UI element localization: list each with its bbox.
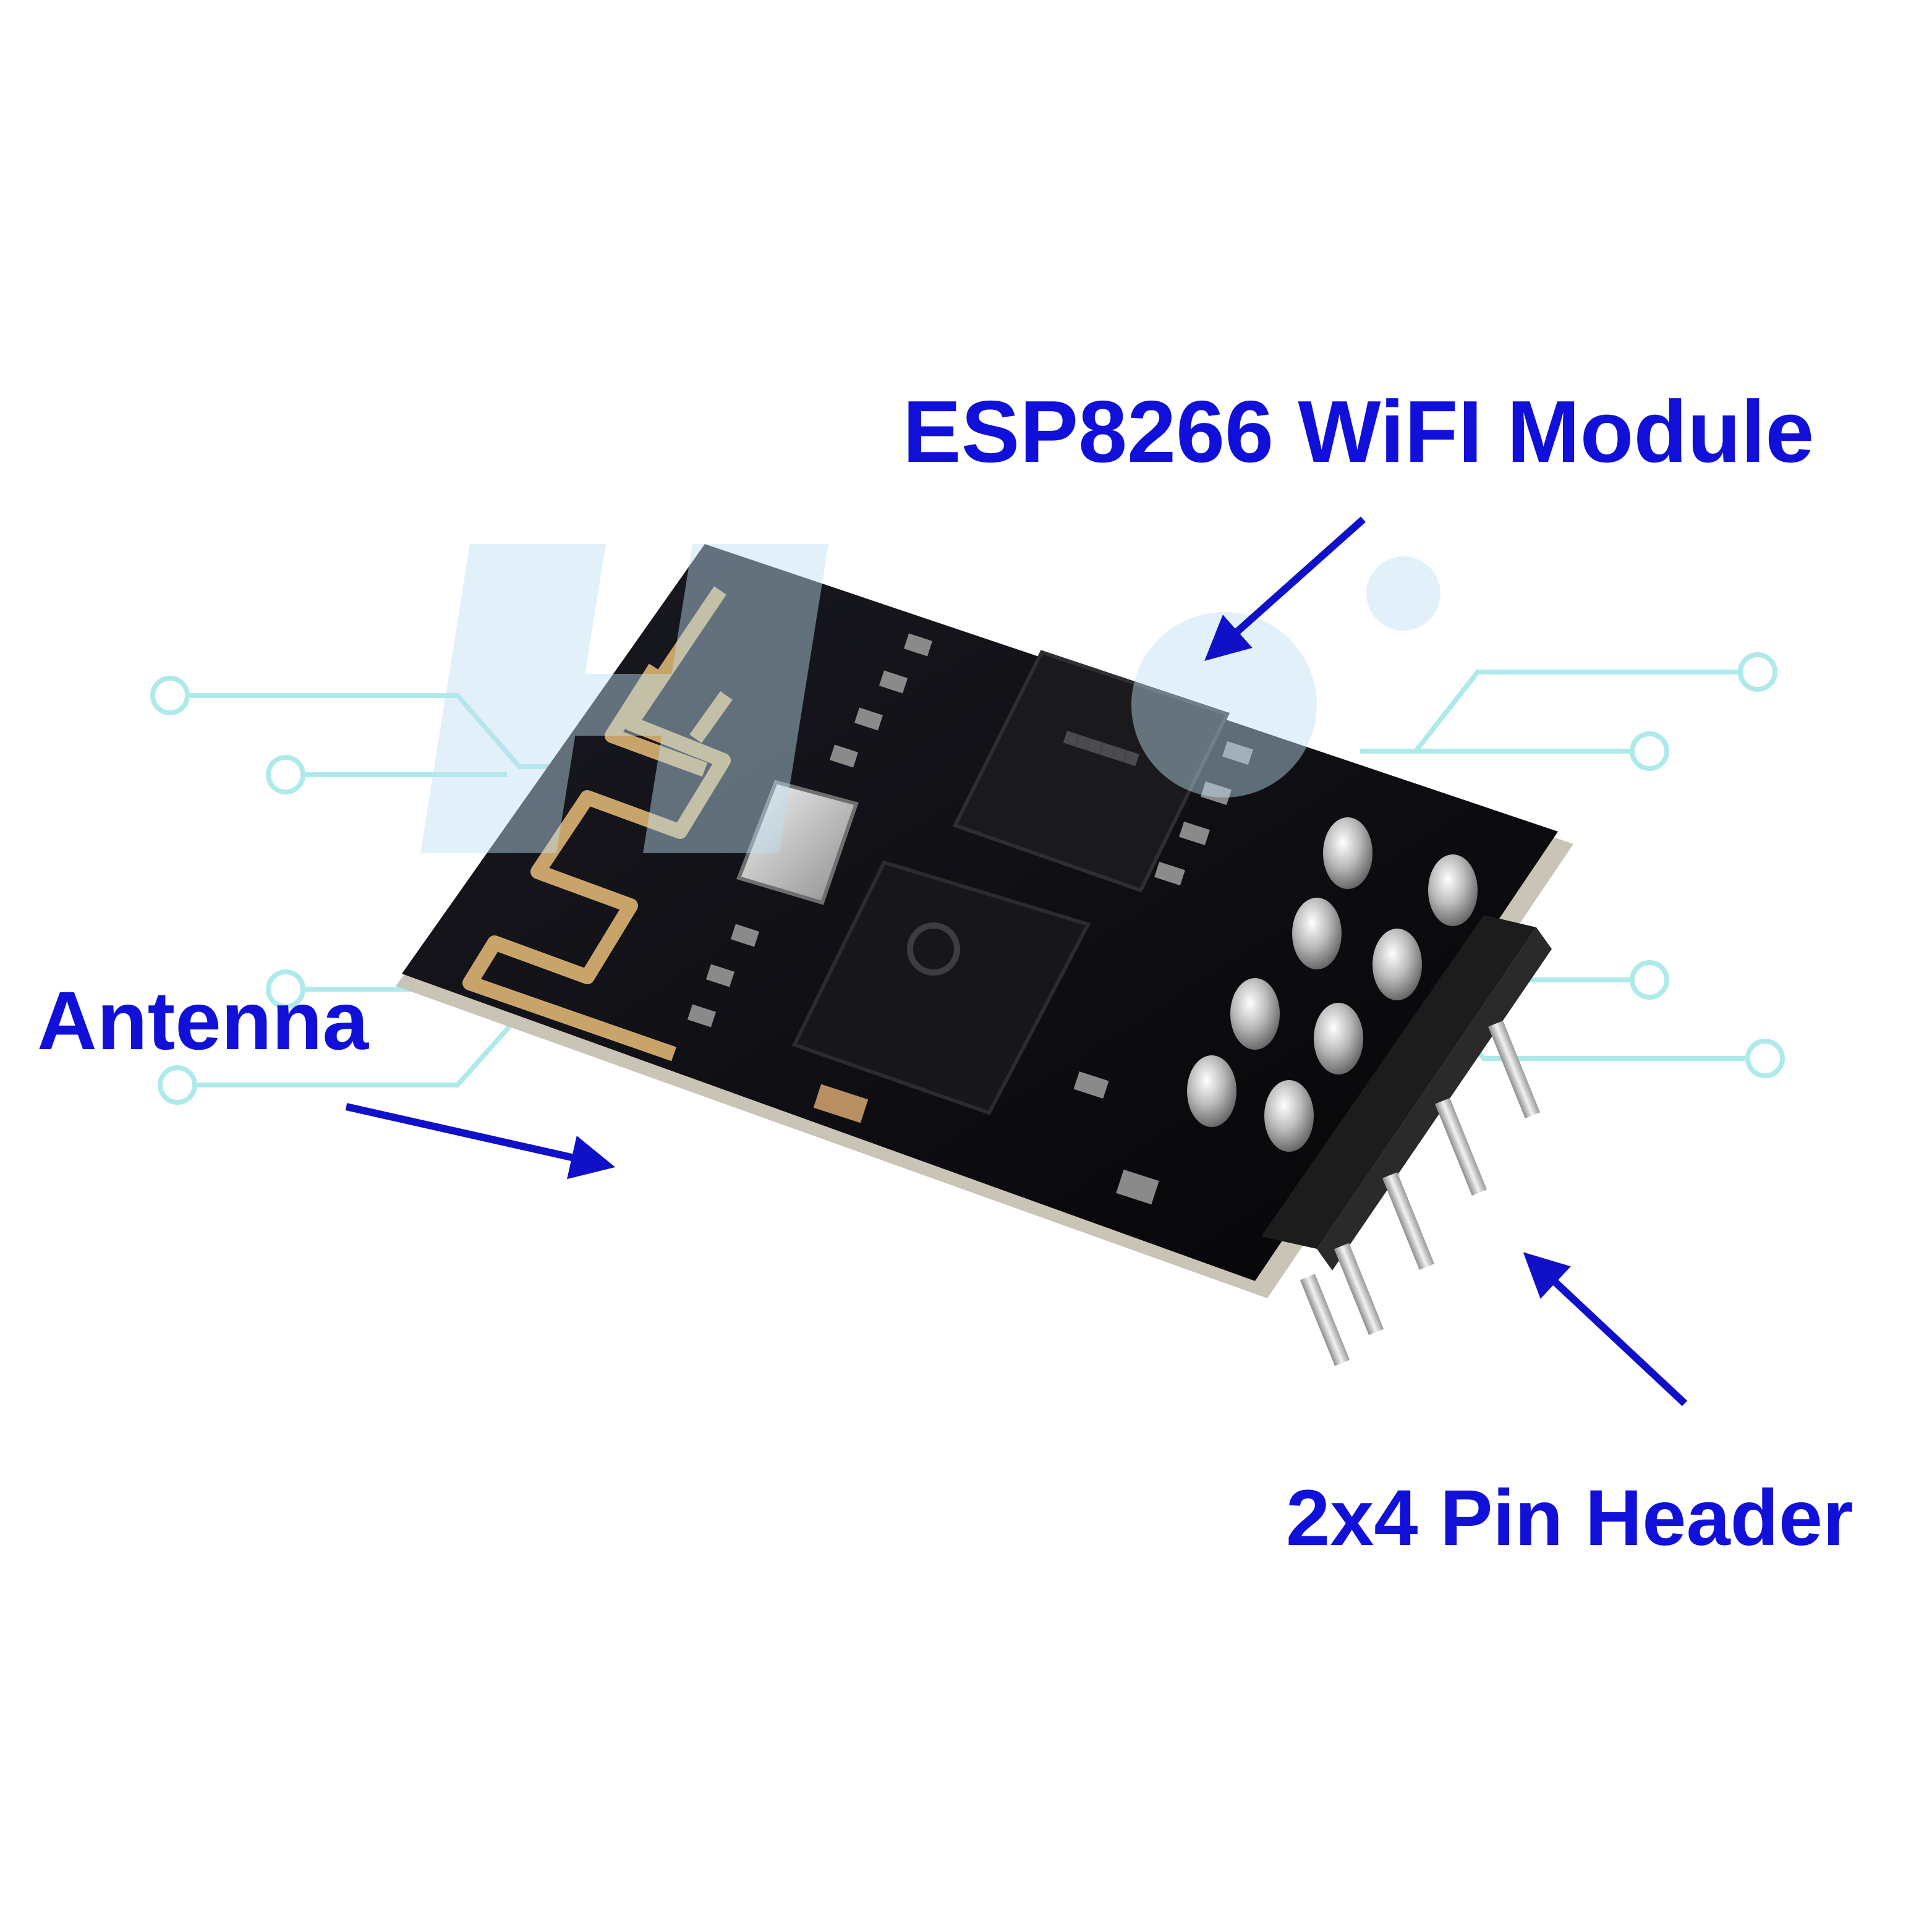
flash-chip: ■■■■■■ bbox=[952, 650, 1230, 893]
circuit-node-icon bbox=[158, 1065, 197, 1105]
header-pin bbox=[1434, 1097, 1487, 1196]
antenna-arrow-icon bbox=[345, 1103, 616, 1180]
smd-part bbox=[730, 924, 760, 947]
smd-part bbox=[1222, 741, 1253, 765]
smd-part bbox=[1179, 821, 1210, 846]
pin-header-housing bbox=[1261, 915, 1536, 1249]
solder-pad bbox=[1428, 854, 1478, 926]
module-arrow-icon bbox=[1204, 516, 1366, 661]
espressif-logo-icon bbox=[907, 922, 960, 976]
solder-pad bbox=[1314, 1003, 1363, 1075]
smd-part bbox=[1201, 781, 1232, 806]
smd-part bbox=[1073, 1071, 1109, 1099]
pin-header-label: 2x4 Pin Header bbox=[1286, 1474, 1853, 1562]
esp8266-chip bbox=[791, 860, 1091, 1115]
smd-part bbox=[687, 1004, 717, 1028]
circuit-node-icon bbox=[1630, 731, 1669, 771]
header-pin bbox=[1334, 1243, 1384, 1335]
smd-part bbox=[705, 964, 735, 987]
solder-pad bbox=[1264, 1080, 1314, 1152]
smd-part bbox=[879, 670, 908, 694]
smd-part bbox=[829, 744, 859, 768]
pcb-antenna bbox=[462, 586, 733, 1062]
header-pin bbox=[1382, 1172, 1435, 1270]
smd-part bbox=[854, 707, 883, 731]
solder-pad bbox=[1187, 1055, 1236, 1127]
header-pins bbox=[1300, 1020, 1541, 1366]
circuit-node-icon bbox=[266, 755, 305, 794]
pin-header bbox=[1187, 817, 1552, 1366]
solder-pad bbox=[1372, 929, 1422, 1000]
solder-pads bbox=[1187, 817, 1478, 1152]
module-label: ESP8266 WiFI Module bbox=[903, 383, 1815, 481]
watermark bbox=[420, 544, 1440, 853]
pin-header-housing-side bbox=[1317, 927, 1552, 1270]
antenna-label: Antenna bbox=[37, 975, 368, 1067]
solder-pad bbox=[1323, 817, 1372, 889]
header-arrow-icon bbox=[1523, 1252, 1688, 1406]
solder-pad bbox=[1292, 898, 1342, 969]
solder-pad bbox=[1230, 978, 1280, 1050]
smd-part bbox=[903, 633, 933, 657]
header-pin bbox=[1300, 1274, 1350, 1366]
circuit-node-icon bbox=[1738, 652, 1777, 692]
header-pin bbox=[1487, 1020, 1541, 1119]
smd-part bbox=[1154, 861, 1185, 886]
smd-components bbox=[687, 633, 1253, 1205]
crystal-oscillator bbox=[736, 780, 859, 905]
circuit-node-icon bbox=[1630, 960, 1669, 1000]
circuit-node-icon bbox=[1745, 1039, 1785, 1078]
circuit-trace bbox=[1360, 670, 1740, 754]
circuit-node-icon bbox=[150, 676, 190, 715]
smd-part bbox=[1116, 1169, 1159, 1205]
smd-led bbox=[813, 1084, 869, 1123]
